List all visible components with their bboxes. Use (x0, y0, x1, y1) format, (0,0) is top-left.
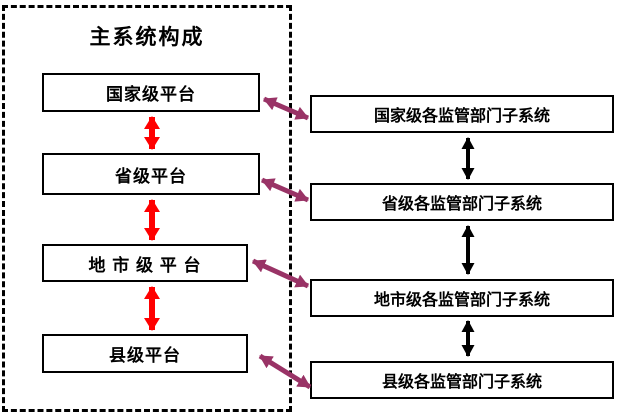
subsystem-box-national: 国家级各监管部门子系统 (310, 95, 614, 133)
platform-box-provincial: 省级平台 (42, 153, 260, 195)
subsystem-box-county: 县级各监管部门子系统 (310, 361, 614, 399)
subsystem-box-county-label: 县级各监管部门子系统 (381, 374, 542, 391)
subsystem-box-city: 地市级各监管部门子系统 (310, 279, 614, 317)
platform-box-national-label: 国家级平台 (106, 85, 196, 104)
platform-box-city-label: 地 市 级 平 台 (88, 255, 202, 275)
subsystem-box-national-label: 国家级各监管部门子系统 (373, 108, 550, 125)
platform-box-provincial-label: 省级平台 (115, 166, 187, 186)
subsystem-box-provincial: 省级各监管部门子系统 (310, 183, 614, 221)
platform-box-national: 国家级平台 (42, 73, 260, 112)
subsystem-box-city-label: 地市级各监管部门子系统 (373, 292, 550, 309)
platform-box-county: 县级平台 (42, 334, 248, 373)
main-system-panel-title: 主系统构成 (89, 26, 205, 49)
main-system-panel (2, 5, 292, 412)
platform-box-city: 地 市 级 平 台 (42, 244, 248, 282)
subsystem-box-provincial-label: 省级各监管部门子系统 (381, 196, 542, 213)
platform-box-county-label: 县级平台 (109, 346, 181, 365)
